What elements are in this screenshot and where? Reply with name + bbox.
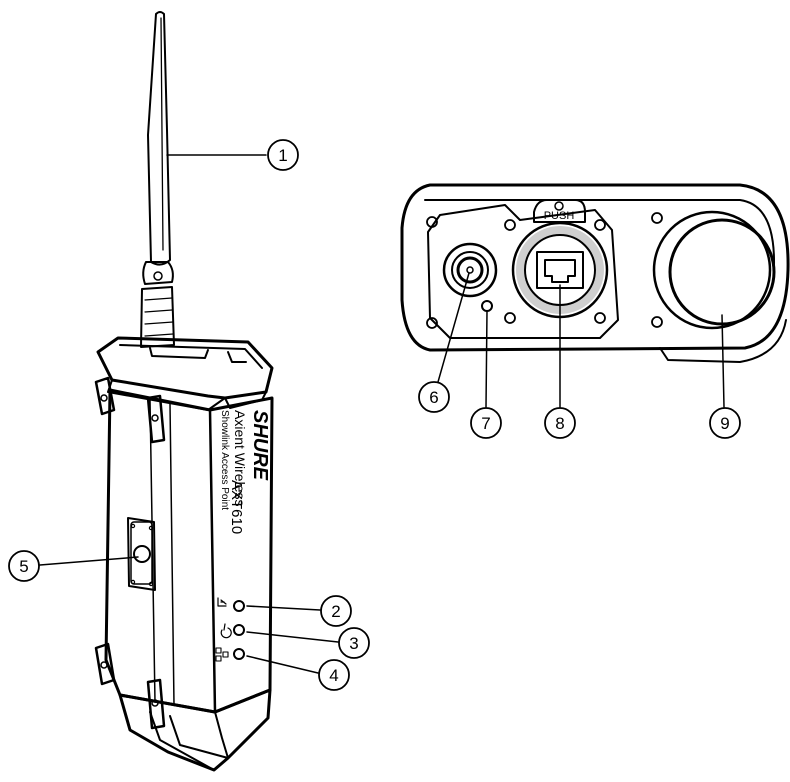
callout-6: 6: [418, 381, 450, 413]
antenna: [140, 11, 175, 348]
led-signal: [233, 600, 245, 612]
status-led-port: [481, 300, 493, 312]
status-leds: [215, 597, 245, 662]
wireless-signal-icon: [217, 597, 227, 607]
callout-1: 1: [267, 139, 299, 171]
callout-3: 3: [338, 627, 370, 659]
callout-2: 2: [320, 595, 352, 627]
mounting-plate: [127, 517, 156, 591]
leader-lines: [39, 154, 725, 674]
callouts: 1 2 3 4 5 6 7 8: [8, 139, 741, 691]
svg-text:9: 9: [720, 414, 729, 433]
svg-text:6: 6: [429, 388, 438, 407]
product-description-label: Showlink Access Point: [219, 410, 230, 510]
svg-text:3: 3: [349, 634, 358, 653]
brand-logo: SHURE: [249, 410, 271, 481]
push-label: PUSH: [544, 210, 575, 222]
led-network: [233, 648, 245, 660]
power-icon: [220, 623, 232, 639]
device-side-view: SHURE Axient Wireless Showlink Access Po…: [94, 11, 274, 772]
callout-4: 4: [318, 659, 350, 691]
device-body: [94, 376, 274, 772]
callout-8: 8: [544, 407, 576, 439]
svg-text:4: 4: [329, 666, 338, 685]
svg-text:1: 1: [278, 146, 287, 165]
svg-text:8: 8: [555, 414, 564, 433]
led-power: [233, 624, 245, 636]
svg-text:5: 5: [19, 557, 28, 576]
device-branding: SHURE Axient Wireless Showlink Access Po…: [219, 410, 271, 534]
network-icon: [215, 647, 229, 662]
panel-screws: [426, 212, 663, 329]
connector-panel: PUSH: [400, 183, 790, 363]
lemo-connector: [652, 210, 776, 330]
svg-text:7: 7: [481, 414, 490, 433]
callout-5: 5: [8, 550, 40, 582]
top-cap: [96, 336, 274, 411]
svg-text:2: 2: [331, 602, 340, 621]
callout-9: 9: [709, 407, 741, 439]
product-line-label: Axient Wireless: [232, 410, 248, 506]
antenna-port: [442, 242, 498, 298]
model-label: AXT610: [228, 480, 245, 534]
callout-7: 7: [470, 407, 502, 439]
